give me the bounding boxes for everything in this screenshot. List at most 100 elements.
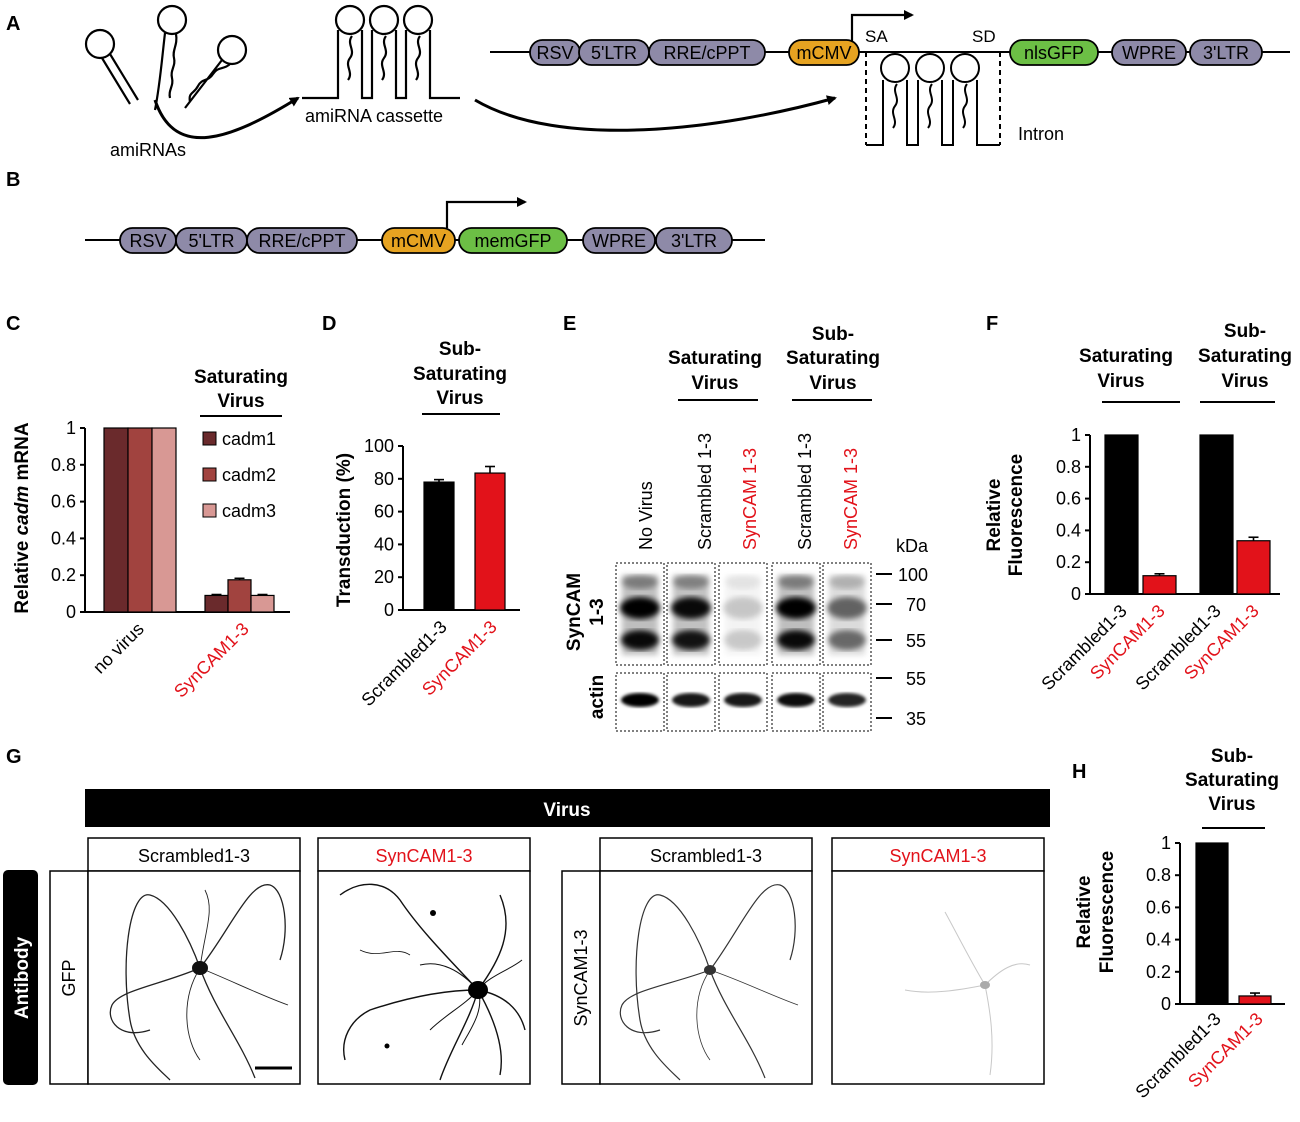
construct-element (1009, 39, 1099, 66)
cell-body (704, 965, 716, 975)
construct-element-label: RRE/cPPT (258, 231, 345, 251)
intron (865, 52, 1001, 146)
col-header-box (599, 837, 813, 872)
amirnas-label: amiRNAs (110, 140, 186, 160)
y-axis-label-2: Fluorescence (1006, 454, 1027, 577)
blot-band (673, 575, 709, 589)
y-tick-label: 0.4 (1056, 520, 1081, 540)
hairpin-loop (216, 34, 248, 66)
marker-label: 55 (906, 631, 926, 651)
blot-band-actin (724, 693, 762, 707)
micrograph-scrambled-gfp (87, 870, 301, 1085)
blot-band (777, 630, 815, 650)
bar (127, 427, 153, 613)
col-header: Scrambled1-3 (650, 846, 762, 866)
bar (1195, 842, 1229, 1005)
blot-band (621, 630, 659, 650)
marker-label: 55 (906, 669, 926, 689)
panel-letter-c: C (6, 313, 20, 335)
header1-line-2: Virus (691, 373, 738, 394)
micrograph-syncam-syncam (831, 870, 1045, 1085)
col-header-box (317, 837, 531, 872)
cell-body (980, 981, 990, 989)
y-axis-label-1: Relative (1074, 876, 1095, 949)
lane-label: SynCAM 1-3 (841, 448, 861, 550)
y-axis-label-1: Relative (984, 479, 1005, 552)
legend-swatch (202, 431, 217, 446)
x-tick-label: Scrambled1-3 (357, 617, 450, 710)
chart-f: 00.20.40.60.81Scrambled1-3SynCAM1-3Scram… (1037, 425, 1280, 694)
bar (423, 481, 455, 611)
header2-line-3: Virus (809, 373, 856, 394)
micrograph-syncam-gfp (317, 870, 531, 1085)
panel-letter-d: D (322, 313, 336, 335)
panel-e: E Saturating Virus Sub- Saturating Virus… (563, 313, 929, 732)
neuron-image (619, 884, 799, 1081)
construct-element-label: memGFP (474, 231, 551, 251)
panel-d: D Sub- Saturating Virus Transduction (%)… (322, 313, 520, 710)
header-line-2: Saturating (1185, 770, 1279, 791)
y-tick-label: 80 (374, 469, 394, 489)
bar (227, 579, 252, 613)
y-tick-label: 20 (374, 567, 394, 587)
bar (151, 427, 177, 613)
sa-label: SA (865, 27, 888, 46)
blot-band (778, 575, 814, 589)
construct-element-label: mCMV (797, 43, 852, 63)
blot-band-actin (621, 693, 659, 707)
construct-element (648, 39, 766, 66)
header1-line-1: Saturating (1079, 346, 1173, 367)
construct-element (1111, 39, 1187, 66)
y-tick-label: 0 (384, 600, 394, 620)
blot-band (620, 597, 660, 619)
y-tick-label: 0 (66, 602, 76, 622)
construct-element (246, 227, 358, 254)
panel-letter-b: B (6, 169, 20, 191)
hairpin-loop (156, 4, 188, 36)
bar (204, 594, 229, 613)
bar (474, 472, 506, 611)
y-tick-label: 60 (374, 502, 394, 522)
sd-label: SD (972, 27, 996, 46)
kda-label: kDa (896, 536, 929, 556)
row-label-actin: actin (587, 675, 608, 719)
arrow (153, 96, 300, 140)
neuron-image (904, 911, 1031, 1076)
legend-swatch (202, 503, 217, 518)
row-label-syncam-2: 1-3 (587, 598, 608, 625)
kda-markers: 100 70 55 55 35 (876, 565, 928, 729)
puncta (430, 910, 436, 916)
hairpin-stem (184, 59, 231, 109)
lane-label: No Virus (636, 481, 656, 550)
blot-band-actin (828, 693, 866, 707)
col-header-box (87, 837, 301, 872)
blot-band (671, 597, 711, 619)
y-tick-label: 0 (1071, 584, 1081, 604)
construct-element-label: RSV (129, 231, 166, 251)
hairpin-loop (84, 28, 116, 60)
header2-line-1: Sub- (1224, 321, 1266, 342)
col-header: Scrambled1-3 (138, 846, 250, 866)
construct-element (458, 227, 568, 254)
y-tick-label: 0.4 (51, 528, 76, 548)
panel-letter-e: E (563, 313, 576, 335)
legend-swatch (202, 467, 217, 482)
y-tick-label: 0.4 (1146, 930, 1171, 950)
bar (1236, 540, 1271, 595)
header1-line-1: Saturating (668, 348, 762, 369)
blot-band-actin (672, 693, 710, 707)
x-tick-label: no virus (89, 619, 148, 678)
y-tick-label: 0.6 (1056, 489, 1081, 509)
col-header: SynCAM1-3 (375, 846, 472, 866)
blot-band (827, 597, 867, 619)
y-tick-label: 0.2 (1056, 552, 1081, 572)
western-blot (615, 562, 872, 732)
panel-letter-f: F (986, 313, 998, 335)
amirna-hairpins (84, 4, 248, 111)
blot-band (776, 597, 816, 619)
